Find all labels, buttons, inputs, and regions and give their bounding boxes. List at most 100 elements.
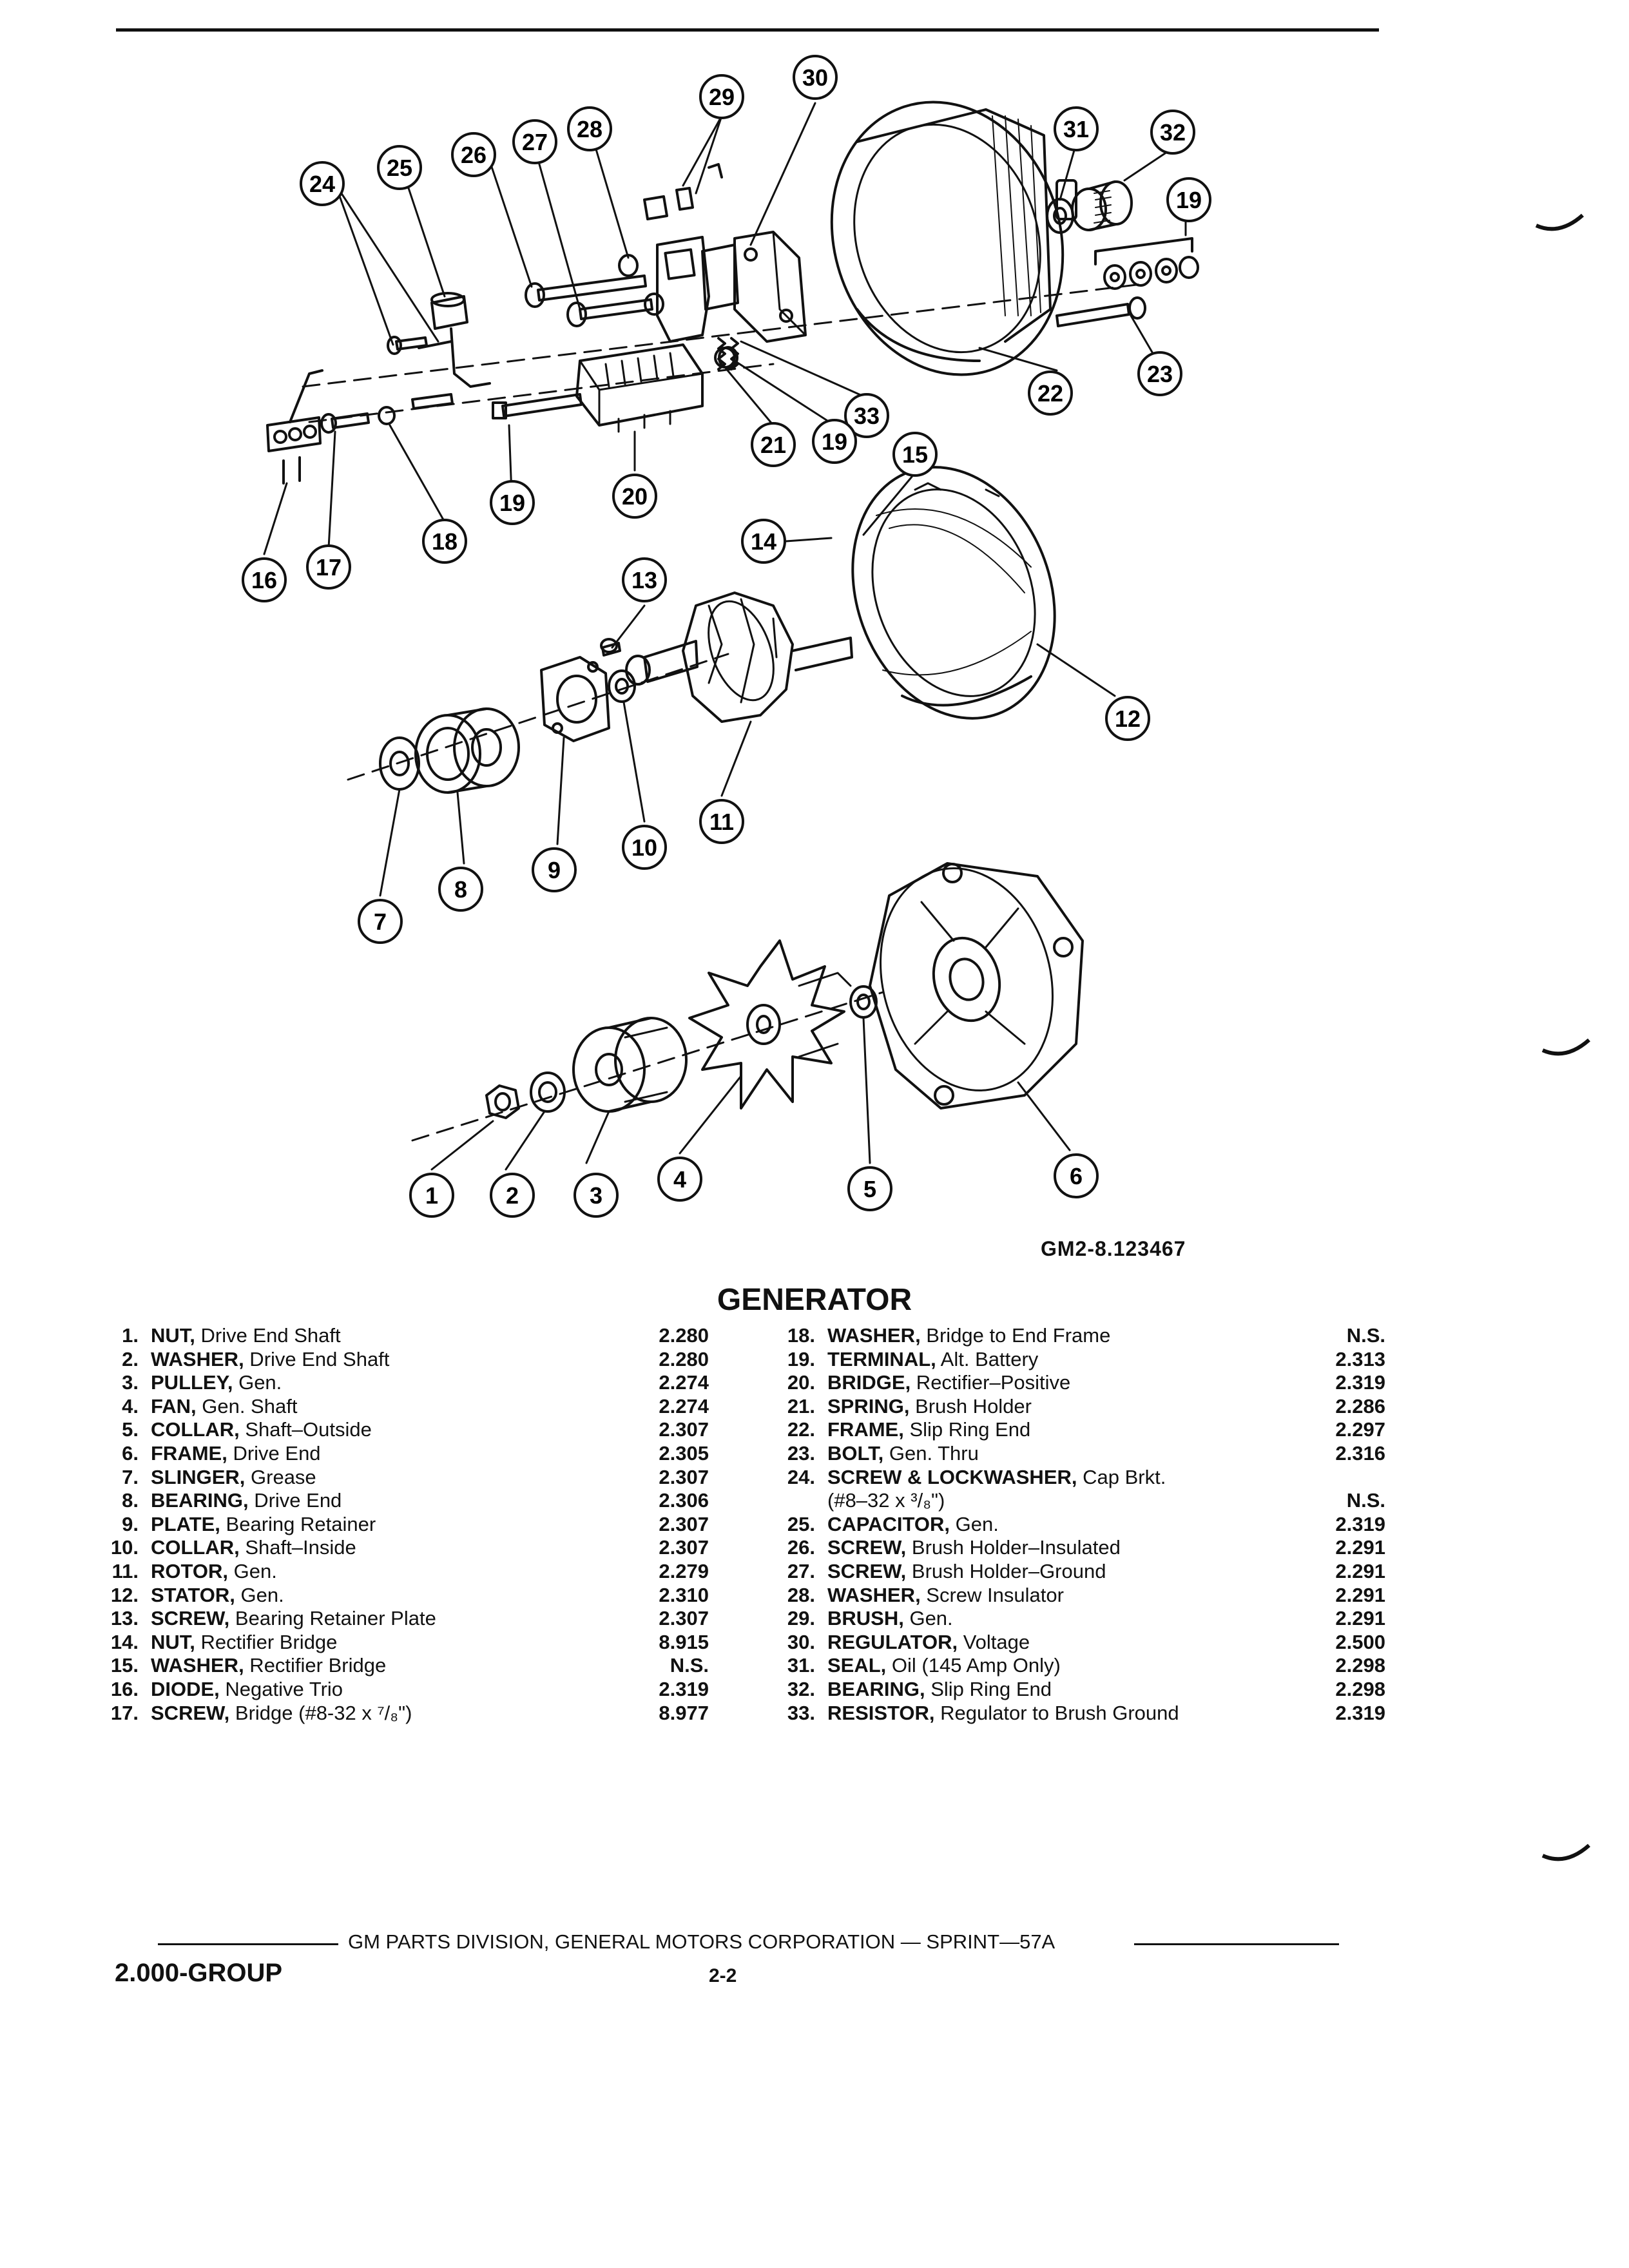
part-detail: Gen. [228, 1559, 277, 1582]
part-number: 8. [122, 1489, 139, 1512]
rotor-drawing [625, 591, 853, 723]
part-group-code: 2.310 [659, 1583, 709, 1606]
rectifier-bridge-drawing [575, 343, 704, 433]
callout-label: 20 [622, 483, 648, 510]
margin-mark-1 [1535, 213, 1584, 231]
parts-row: 2. . . . . . . . . . . . . . . . . . . .… [97, 1347, 709, 1372]
bearing-slip-ring-drawing [1071, 180, 1133, 231]
part-group-code: 2.297 [1335, 1418, 1385, 1441]
parts-row: 26. . . . . . . . . . . . . . . . . . . … [773, 1536, 1385, 1560]
part-detail: Gen. Shaft [196, 1394, 298, 1418]
parts-row: 33. . . . . . . . . . . . . . . . . . . … [773, 1701, 1385, 1725]
callout-label: 29 [709, 84, 735, 110]
part-name: WASHER, [827, 1324, 921, 1347]
part-detail: Oil (145 Amp Only) [886, 1654, 1061, 1677]
parts-row: 23. . . . . . . . . . . . . . . . . . . … [773, 1441, 1385, 1466]
part-group-code: 2.286 [1335, 1394, 1385, 1418]
callout-label: 19 [1176, 187, 1202, 213]
part-name: REGULATOR, [827, 1630, 958, 1653]
callout-label: 13 [631, 567, 657, 593]
part-description: CAPACITOR, Gen. [827, 1512, 1282, 1537]
part-detail: Voltage [958, 1630, 1030, 1653]
part-detail: Regulator to Brush Ground [934, 1701, 1179, 1724]
parts-row: 19. . . . . . . . . . . . . . . . . . . … [773, 1347, 1385, 1372]
part-group-code: 2.319 [1335, 1701, 1385, 1724]
callout-label: 32 [1160, 119, 1186, 146]
part-group-code: 2.280 [659, 1347, 709, 1370]
part-detail: Gen. [233, 1371, 282, 1394]
callout-31: 31 [1054, 106, 1099, 151]
stator-drawing [851, 466, 1056, 720]
part-description: SEAL, Oil (145 Amp Only) [827, 1654, 1282, 1678]
part-group-code: 2.500 [1335, 1630, 1385, 1653]
drive-nut-drawing [485, 1084, 520, 1119]
part-group-code: 8.915 [659, 1630, 709, 1653]
callout-label: 15 [902, 441, 928, 468]
part-description: WASHER, Screw Insulator [827, 1583, 1282, 1608]
parts-row: 14. . . . . . . . . . . . . . . . . . . … [97, 1630, 709, 1655]
callout-4: 4 [657, 1157, 702, 1202]
part-name: WASHER, [827, 1583, 921, 1606]
part-name: NUT, [151, 1630, 195, 1653]
part-number: 13. [110, 1607, 139, 1630]
callout-label: 27 [522, 129, 548, 155]
part-number: 22. [787, 1418, 815, 1441]
part-description: REGULATOR, Voltage [827, 1630, 1282, 1655]
part-name: COLLAR, [151, 1418, 240, 1441]
callout-label: 31 [1063, 116, 1089, 142]
part-detail: Bridge to End Frame [920, 1324, 1111, 1347]
part-group-code: 8.977 [659, 1701, 709, 1724]
part-name: CAPACITOR, [827, 1512, 950, 1535]
callout-10: 10 [622, 825, 667, 870]
part-name: SCREW, [151, 1607, 230, 1630]
parts-list-right: 18. . . . . . . . . . . . . . . . . . . … [773, 1324, 1385, 1725]
part-detail: Screw Insulator [920, 1583, 1064, 1606]
leader-lines [263, 102, 1187, 1171]
part-group-code: 2.319 [1335, 1512, 1385, 1535]
part-description: ROTOR, Gen. [151, 1559, 606, 1584]
capacitor-drawing [418, 292, 491, 388]
part-group-code: 2.298 [1335, 1654, 1385, 1677]
part-description: DIODE, Negative Trio [151, 1677, 606, 1702]
part-description: SCREW, Brush Holder–Ground [827, 1559, 1282, 1584]
part-group-code: 2.307 [659, 1418, 709, 1441]
parts-row: 12. . . . . . . . . . . . . . . . . . . … [97, 1583, 709, 1608]
footer-rule-left [158, 1943, 338, 1945]
callout-22: 22 [1028, 370, 1073, 416]
part-group-code: 2.291 [1335, 1559, 1385, 1582]
part-name: FRAME, [151, 1441, 227, 1465]
callout-9: 9 [532, 847, 577, 892]
part-description: PULLEY, Gen. [151, 1371, 606, 1395]
part-description: TERMINAL, Alt. Battery [827, 1347, 1282, 1372]
part-name: RESISTOR, [827, 1701, 935, 1724]
part-name: DIODE, [151, 1677, 220, 1700]
part-group-code: 2.307 [659, 1465, 709, 1488]
part-number: 24. [787, 1465, 815, 1488]
part-number: 7. [122, 1465, 139, 1488]
part-number: 19. [787, 1347, 815, 1370]
parts-row: 20. . . . . . . . . . . . . . . . . . . … [773, 1371, 1385, 1395]
parts-row: 31. . . . . . . . . . . . . . . . . . . … [773, 1654, 1385, 1678]
part-description: WASHER, Drive End Shaft [151, 1347, 606, 1372]
parts-row: 6. . . . . . . . . . . . . . . . . . . .… [97, 1441, 709, 1466]
callout-label: 30 [802, 64, 828, 91]
part-name: SCREW, [151, 1701, 230, 1724]
part-number: 10. [110, 1536, 139, 1559]
part-number: 28. [787, 1583, 815, 1606]
part-name: PULLEY, [151, 1371, 233, 1394]
assembly-centerline-lower [411, 991, 884, 1142]
part-detail: Slip Ring End [925, 1677, 1052, 1700]
part-name: WASHER, [151, 1654, 244, 1677]
parts-row: 13. . . . . . . . . . . . . . . . . . . … [97, 1607, 709, 1631]
part-group-code: 2.307 [659, 1512, 709, 1535]
callout-20: 20 [612, 474, 657, 519]
part-detail: Cap Brkt. [1077, 1465, 1166, 1488]
part-group-code: 2.316 [1335, 1441, 1385, 1465]
part-group-code: N.S. [670, 1654, 709, 1677]
callout-label: 22 [1037, 380, 1063, 407]
callout-label: 7 [374, 908, 387, 935]
part-name: PLATE, [151, 1512, 220, 1535]
parts-row: 5. . . . . . . . . . . . . . . . . . . .… [97, 1418, 709, 1442]
parts-list-title: GENERATOR [717, 1283, 912, 1317]
callout-1: 1 [409, 1173, 454, 1218]
